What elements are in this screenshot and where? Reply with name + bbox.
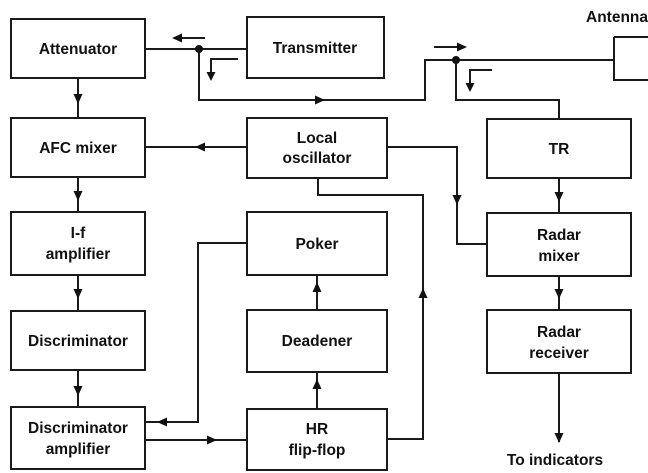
hr-flipflop-label-line1: HR bbox=[306, 421, 328, 438]
deadener-label: Deadener bbox=[282, 333, 353, 350]
poker-block: Poker bbox=[246, 211, 388, 276]
tr-block: TR bbox=[486, 118, 632, 179]
if-amplifier-label-line1: I-f bbox=[71, 225, 86, 242]
afc-mixer-block: AFC mixer bbox=[10, 117, 146, 178]
local-oscillator-label-line2: oscillator bbox=[283, 150, 352, 167]
discriminator-amplifier-label-line2: amplifier bbox=[46, 441, 111, 458]
transmitter-label: Transmitter bbox=[273, 40, 357, 57]
hr-flipflop-label-line2: flip-flop bbox=[289, 442, 346, 459]
antenna-label: Antenna bbox=[586, 9, 648, 26]
if-amplifier-label-line2: amplifier bbox=[46, 246, 111, 263]
hr-flipflop-block: HR flip-flop bbox=[246, 408, 388, 471]
discriminator-block: Discriminator bbox=[10, 310, 146, 371]
radar-receiver-label-line2: receiver bbox=[529, 345, 588, 362]
poker-label: Poker bbox=[295, 236, 338, 253]
line-poker-to-disc-amplifier bbox=[145, 242, 247, 423]
attenuator-block: Attenuator bbox=[10, 18, 146, 79]
attenuator-label: Attenuator bbox=[39, 41, 117, 58]
radar-receiver-label-line1: Radar bbox=[537, 324, 581, 341]
to-indicators-label: To indicators bbox=[507, 452, 603, 469]
deadener-block: Deadener bbox=[246, 309, 388, 373]
radar-mixer-label-line1: Radar bbox=[537, 227, 581, 244]
line-antenna-to-tr bbox=[455, 60, 560, 119]
radar-receiver-block: Radar receiver bbox=[486, 309, 632, 374]
local-oscillator-label-line1: Local bbox=[297, 130, 337, 147]
transmitter-block: Transmitter bbox=[246, 16, 385, 79]
line-hr-flipflop-to-local-osc bbox=[317, 178, 424, 440]
discriminator-amplifier-block: Discriminator amplifier bbox=[10, 406, 146, 470]
antenna: Antenna bbox=[586, 9, 648, 81]
tr-label: TR bbox=[549, 141, 570, 158]
if-amplifier-block: I-f amplifier bbox=[10, 211, 146, 276]
local-oscillator-block: Local oscillator bbox=[246, 117, 388, 179]
arrow-curve-near-transmitter bbox=[210, 58, 238, 75]
radar-mixer-block: Radar mixer bbox=[486, 212, 632, 277]
afc-mixer-label: AFC mixer bbox=[39, 140, 117, 157]
arrow-curve-near-antenna bbox=[469, 69, 492, 86]
discriminator-amplifier-label-line1: Discriminator bbox=[28, 420, 128, 437]
line-transmitter-to-antenna-feed bbox=[198, 49, 614, 101]
radar-mixer-label-line2: mixer bbox=[538, 248, 579, 265]
discriminator-label: Discriminator bbox=[28, 333, 128, 350]
